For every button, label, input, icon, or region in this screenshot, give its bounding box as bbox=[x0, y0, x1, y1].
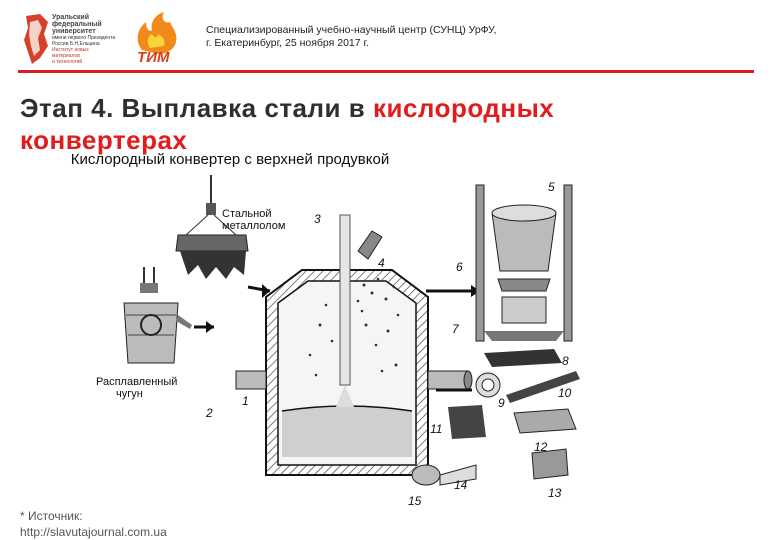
title-part-2: кислородных конвертерах bbox=[20, 93, 555, 155]
callout-3: 3 bbox=[314, 212, 321, 226]
org-line-2: федеральный bbox=[52, 21, 102, 28]
callout-9: 9 bbox=[498, 396, 505, 410]
org-line-7: и технологий bbox=[52, 59, 83, 65]
casting-unit bbox=[475, 184, 573, 342]
callout-2: 2 bbox=[205, 406, 213, 420]
org-line-4: имени первого Президента bbox=[52, 35, 116, 41]
tim-logo: ТИМ bbox=[132, 10, 184, 66]
title-part-1: Этап 4. Выплавка стали в bbox=[20, 93, 373, 123]
source-label: * Источник: bbox=[20, 509, 83, 523]
header-divider bbox=[18, 70, 754, 73]
event-header: Специализированный учебно-научный центр … bbox=[206, 24, 496, 50]
org-line-3: университет bbox=[52, 28, 96, 35]
chute bbox=[357, 230, 383, 260]
org-line-6: Институт новых материалов bbox=[52, 47, 89, 59]
label-steel-scrap: Стальной металлолом bbox=[222, 208, 285, 232]
header-line-2: г. Екатеринбург, 25 ноября 2017 г. bbox=[206, 37, 369, 49]
callout-15: 15 bbox=[408, 494, 422, 508]
callout-10: 10 bbox=[558, 386, 572, 400]
diagram-caption: Кислородный конвертер с верхней продувко… bbox=[70, 151, 390, 168]
label-molten-iron-line-2: чугун bbox=[116, 388, 143, 400]
callout-12: 12 bbox=[534, 440, 548, 454]
scrap-magnet bbox=[175, 234, 249, 279]
callout-8: 8 bbox=[562, 354, 569, 368]
slide-title: Этап 4. Выплавка стали в кислородных кон… bbox=[20, 92, 720, 156]
label-molten-iron: Расплавленный чугун bbox=[96, 376, 180, 400]
header-line-1: Специализированный учебно-научный центр … bbox=[206, 24, 497, 36]
callout-1: 1 bbox=[242, 394, 249, 408]
converter-diagram: Стальной металлолом Расплавленный чугун bbox=[96, 175, 696, 510]
spark-particles bbox=[308, 277, 400, 377]
label-steel-scrap-line-2: металлолом bbox=[222, 220, 285, 232]
urfu-logo: Уральский федеральный университет имени … bbox=[22, 12, 118, 68]
label-molten-iron-line-1: Расплавленный bbox=[96, 376, 177, 388]
callout-7: 7 bbox=[452, 322, 460, 336]
urfu-emblem-icon bbox=[24, 14, 48, 64]
crane-hook bbox=[185, 175, 237, 236]
oxygen-lance bbox=[339, 214, 351, 386]
hot-metal-ladle bbox=[123, 267, 192, 364]
source-url[interactable]: http://slavutajournal.com.ua bbox=[20, 525, 167, 539]
callout-6: 6 bbox=[456, 260, 463, 274]
oxygen-jet bbox=[336, 385, 354, 407]
callout-11: 11 bbox=[430, 422, 442, 436]
callout-14: 14 bbox=[454, 478, 468, 492]
org-line-1: Уральский bbox=[52, 14, 90, 21]
callout-5: 5 bbox=[548, 180, 555, 194]
label-steel-scrap-line-1: Стальной bbox=[222, 208, 271, 220]
callout-13: 13 bbox=[548, 486, 562, 500]
org-line-5: России Б.Н.Ельцина bbox=[52, 41, 100, 47]
source-note: * Источник: http://slavutajournal.com.ua bbox=[20, 508, 167, 540]
callout-4: 4 bbox=[378, 256, 385, 270]
flame-icon: ТИМ bbox=[137, 12, 177, 66]
steel-products bbox=[411, 349, 580, 486]
oxygen-converter bbox=[235, 269, 473, 476]
tim-logo-text: ТИМ bbox=[137, 49, 170, 64]
